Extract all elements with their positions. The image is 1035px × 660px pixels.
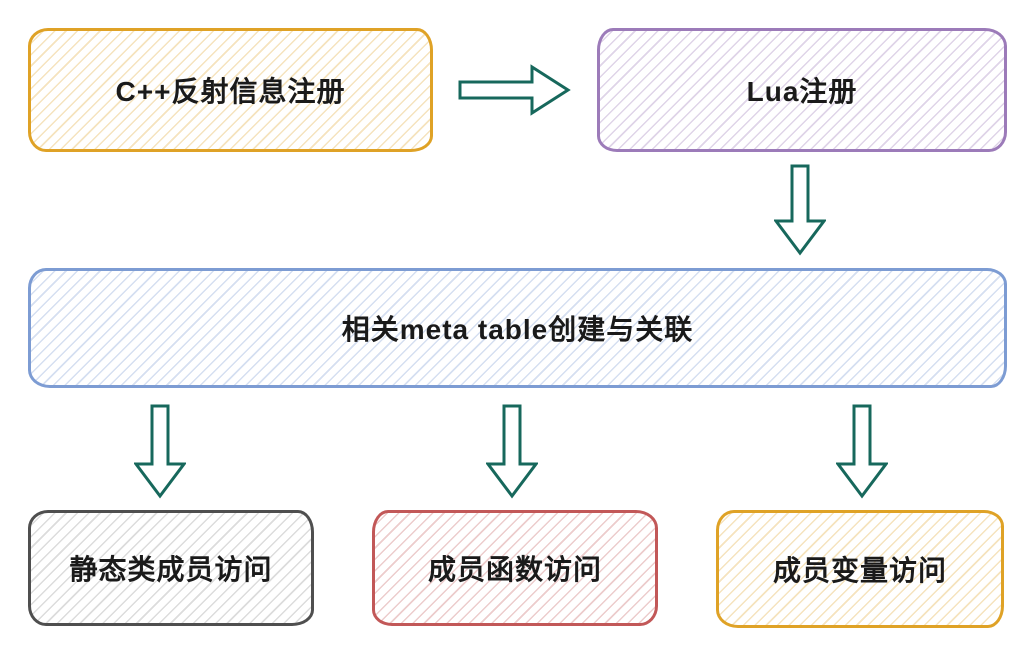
node-static-member-access-label: 静态类成员访问 — [69, 554, 273, 585]
down-arrow-icon — [134, 404, 186, 499]
node-cpp-reflection-register: C++反射信息注册 — [28, 28, 433, 152]
down-arrow-lua-to-meta-icon — [774, 164, 826, 256]
down-arrow-icon — [836, 404, 888, 499]
node-member-function-access: 成员函数访问 — [372, 510, 658, 626]
node-cpp-reflection-register-label: C++反射信息注册 — [115, 76, 346, 107]
node-meta-table-create-associate-label: 相关meta table创建与关联 — [341, 314, 694, 345]
node-meta-table-create-associate: 相关meta table创建与关联 — [28, 268, 1007, 388]
node-static-member-access: 静态类成员访问 — [28, 510, 314, 626]
down-arrow-meta-to-member-variable-icon — [836, 404, 888, 499]
down-arrow-icon — [486, 404, 538, 499]
node-member-variable-access: 成员变量访问 — [716, 510, 1004, 628]
node-lua-register: Lua注册 — [597, 28, 1007, 152]
right-arrow-icon — [458, 64, 571, 116]
right-arrow-cpp-to-lua-icon — [458, 62, 572, 118]
down-arrow-icon — [774, 164, 826, 256]
down-arrow-meta-to-member-function-icon — [486, 404, 538, 499]
node-member-variable-access-label: 成员变量访问 — [772, 555, 947, 586]
node-lua-register-label: Lua注册 — [746, 76, 858, 107]
down-arrow-meta-to-static-icon — [134, 404, 186, 499]
node-member-function-access-label: 成员函数访问 — [427, 554, 602, 585]
